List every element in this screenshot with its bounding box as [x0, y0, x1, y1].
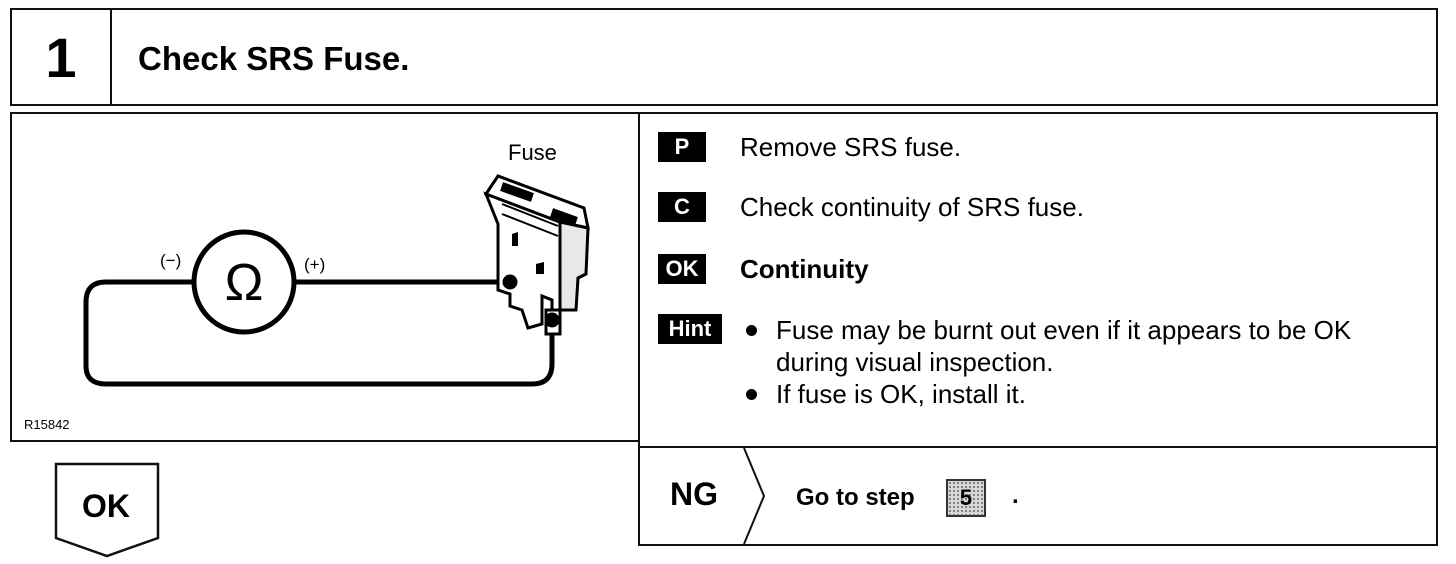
hint-item: If fuse is OK, install it. [744, 378, 1404, 410]
ok-spec-badge: OK [658, 254, 706, 284]
probe-positive-label: (+) [304, 255, 325, 274]
fuse-icon [483, 174, 590, 336]
prepare-text: Remove SRS fuse. [740, 132, 962, 162]
goto-step-text: Go to step [796, 484, 915, 511]
prepare-row: P Remove SRS fuse. [658, 132, 961, 163]
ohmmeter-icon [191, 229, 297, 335]
ok-down-arrow-icon [54, 462, 160, 558]
fuse-continuity-diagram: Fuse (−) (+) Ω [83, 140, 590, 387]
step-number: 1 [45, 25, 77, 89]
hint-badge: Hint [658, 314, 722, 344]
figure-panel: Fuse (−) (+) Ω R15842 [10, 112, 640, 442]
step-number-cell: 1 [12, 10, 112, 104]
ok-result-label: OK [82, 488, 130, 524]
ohm-symbol: Ω [225, 254, 264, 312]
chevron-right-icon [743, 448, 766, 544]
fuse-label: Fuse [508, 140, 557, 165]
ng-result-box: NG Go to step 5 . [638, 446, 1438, 546]
goto-period: . [1012, 482, 1019, 509]
probe-negative-label: (−) [160, 251, 181, 270]
ok-spec-text: Continuity [740, 254, 869, 284]
hint-list: Fuse may be burnt out even if it appears… [744, 314, 1404, 410]
prepare-badge: P [658, 132, 706, 162]
goto-step-link[interactable]: 5 [946, 479, 986, 517]
step-header: 1 Check SRS Fuse. [10, 8, 1438, 106]
step-title: Check SRS Fuse. [138, 40, 410, 77]
hint-item: Fuse may be burnt out even if it appears… [744, 314, 1404, 378]
instruction-panel: P Remove SRS fuse. C Check continuity of… [638, 112, 1438, 448]
ng-label: NG [670, 476, 718, 512]
check-badge: C [658, 192, 706, 222]
check-row: C Check continuity of SRS fuse. [658, 192, 1084, 223]
hint-row: Hint Fuse may be burnt out even if it ap… [658, 314, 1404, 410]
figure-id: R15842 [24, 417, 70, 432]
test-lead-negative [83, 279, 555, 387]
check-text: Check continuity of SRS fuse. [740, 192, 1084, 222]
ok-spec-row: OK Continuity [658, 254, 869, 285]
